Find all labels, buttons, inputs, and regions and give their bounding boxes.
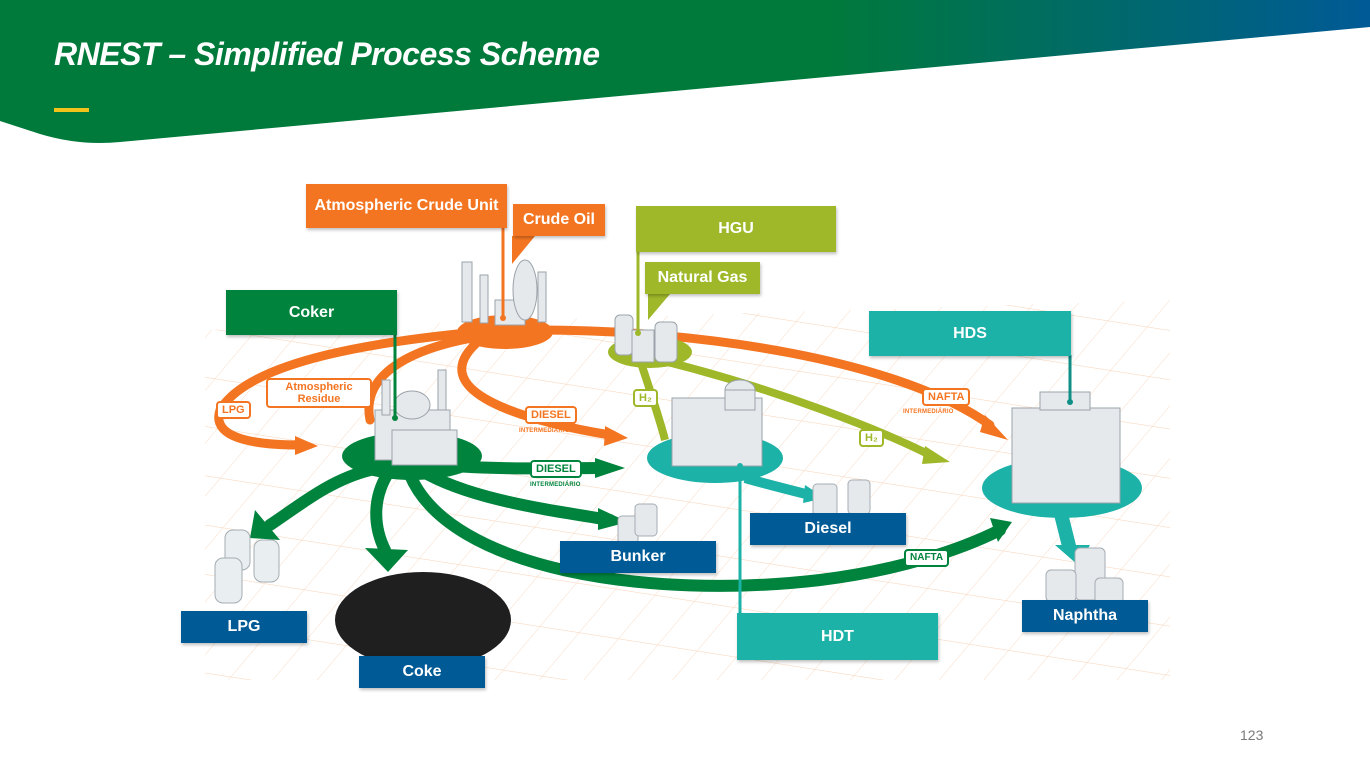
hgu-equipment-icon — [614, 314, 678, 363]
hgu-tag: HGU — [636, 206, 836, 252]
flow-label-nafta-orange: NAFTA — [922, 388, 971, 406]
flow-sublabel-nafta-orange: INTERMEDIÁRIO — [903, 409, 954, 415]
product-diesel-tag: Diesel — [750, 513, 906, 545]
header-band — [0, 0, 1370, 143]
coker-arrowheads — [250, 458, 1012, 572]
crude-oil-pointer — [512, 236, 535, 264]
bunker-drums-icon — [617, 503, 658, 545]
flow-label-atmospheric-residue-line2: Residue — [297, 393, 341, 405]
diesel-drums-icon — [812, 479, 871, 517]
lpg-cylinders-icon — [214, 529, 280, 604]
flow-sublabel-diesel-green: INTERMEDIÁRIO — [530, 482, 581, 488]
flow-label-atmospheric-residue: Atmospheric Residue — [266, 378, 372, 408]
title-accent-bar — [54, 108, 89, 112]
hds-equipment-icon — [1011, 391, 1121, 504]
naphtha-drums-icon — [1045, 547, 1124, 605]
hdt-equipment-icon — [671, 379, 763, 467]
product-lpg-tag: LPG — [181, 611, 307, 643]
natural-gas-pointer — [648, 294, 670, 320]
product-coke-tag: Coke — [359, 656, 485, 688]
page-number: 123 — [1240, 727, 1264, 743]
crude-oil-tag: Crude Oil — [513, 204, 605, 236]
natural-gas-tag: Natural Gas — [645, 262, 760, 294]
flow-label-h2-b: H₂ — [859, 429, 884, 447]
product-naphtha-tag: Naphtha — [1022, 600, 1148, 632]
crude-unit-equipment-icon — [461, 259, 547, 326]
flow-label-nafta-green: NAFTA — [904, 549, 950, 567]
page-title: RNEST – Simplified Process Scheme — [54, 36, 600, 72]
hdt-tag: HDT — [737, 613, 938, 660]
coker-equipment-icon — [374, 369, 458, 466]
hds-tag: HDS — [869, 311, 1071, 356]
connector-dots — [392, 315, 1073, 469]
h2-arrowhead — [922, 446, 950, 464]
flow-sublabel-diesel-orange: INTERMEDIÁRIO — [519, 428, 570, 434]
flow-label-h2-a: H₂ — [633, 389, 658, 407]
product-bunker-tag: Bunker — [560, 541, 716, 573]
atmospheric-crude-unit-tag: Atmospheric Crude Unit — [306, 184, 507, 228]
coker-tag: Coker — [226, 290, 397, 335]
flow-label-lpg: LPG — [216, 401, 251, 419]
flow-label-diesel-orange: DIESEL — [525, 406, 577, 424]
label-connectors — [393, 228, 1072, 614]
flow-label-atmospheric-residue-line1: Atmospheric — [285, 381, 353, 393]
flow-label-diesel-green: DIESEL — [530, 460, 582, 478]
coke-pile-icon — [335, 572, 511, 668]
orange-arrowheads — [295, 415, 1008, 455]
